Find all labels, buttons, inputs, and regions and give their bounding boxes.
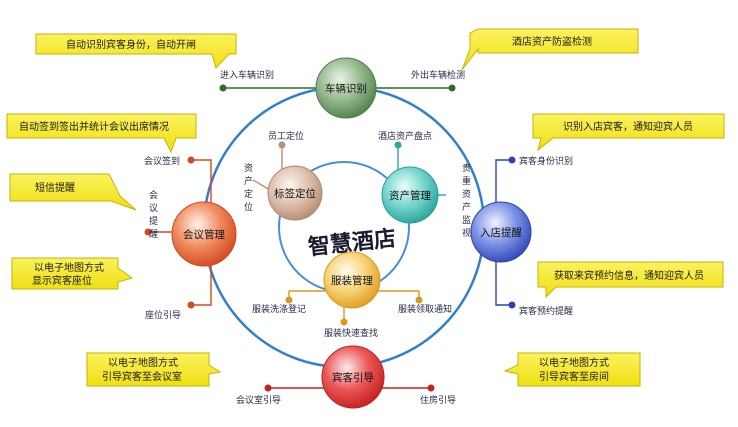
- label-laundry-reg: 服装洗涤登记: [252, 303, 306, 315]
- label-seat-guide: 座位引导: [145, 309, 181, 321]
- label-in-vehicle: 进入车辆识别: [220, 69, 274, 81]
- note-map-room-1: 以电子地图方式: [539, 356, 609, 369]
- callout-map-seat: 以电子地图方式 显示宾客座位: [11, 257, 134, 290]
- callout-auto-sign: 自动签到签出并统计会议出席情况: [6, 113, 197, 154]
- node-meeting-label: 会议管理: [183, 228, 225, 241]
- label-laundry-search: 服装快速查找: [324, 327, 378, 339]
- node-vehicle-label: 车辆识别: [325, 82, 367, 95]
- label-meeting-signin: 会议签到: [144, 155, 180, 167]
- note-map-seat-2: 显示宾客座位: [32, 274, 92, 287]
- note-auto-sign: 自动签到签出并统计会议出席情况: [19, 120, 169, 133]
- note-map-seat-1: 以电子地图方式: [34, 261, 104, 274]
- label-staff-pos: 员工定位: [268, 130, 304, 142]
- callout-map-room: 以电子地图方式 引导宾客至房间: [503, 352, 641, 387]
- node-checkin-label: 入店提醒: [480, 226, 522, 239]
- note-checkin: 识别入店宾客，通知迎宾人员: [563, 120, 693, 133]
- callout-map-meeting: 以电子地图方式 引导宾客至会议室: [86, 352, 222, 387]
- label-laundry-notice: 服装领取通知: [398, 303, 452, 315]
- note-reserve: 获取来宾预约信息，通知迎宾人员: [554, 269, 704, 282]
- connector-dots: [144, 84, 516, 392]
- label-meeting-remind: 会议提醒: [149, 189, 158, 240]
- callout-sms: 短信提醒: [9, 173, 137, 211]
- node-meeting: 会议管理: [171, 201, 237, 267]
- center-title: 智慧酒店: [307, 225, 397, 260]
- node-tag-label: 标签定位: [274, 187, 316, 200]
- node-asset-label: 资产管理: [389, 189, 431, 202]
- note-map-meeting-1: 以电子地图方式: [108, 356, 178, 369]
- label-asset-pos: 资产定位: [244, 163, 253, 213]
- label-meetingroom-guide: 会议室引导: [236, 394, 281, 406]
- note-map-meeting-2: 引导宾客至会议室: [102, 370, 182, 383]
- node-guide-label: 宾客引导: [332, 371, 374, 384]
- label-asset-count: 酒店资产盘点: [378, 130, 432, 142]
- sub-labels: 进入车辆识别 外出车辆检测 会议签到 座位引导 宾客身份识别 宾客预约提醒 员工…: [144, 69, 573, 406]
- node-vehicle: 车辆识别: [315, 57, 377, 119]
- label-valuable-monitor: 贵重资产监视: [462, 162, 471, 239]
- note-map-room-2: 引导宾客至房间: [539, 370, 609, 383]
- callout-anti-theft: 酒店资产防盗检测: [461, 28, 639, 71]
- note-sms: 短信提醒: [35, 181, 75, 194]
- label-room-guide: 住房引导: [420, 394, 456, 406]
- node-tag: 标签定位: [267, 165, 323, 221]
- node-laundry: 服装管理: [323, 251, 381, 309]
- callout-checkin: 识别入店宾客，通知迎宾人员: [532, 113, 725, 152]
- callout-auto-id: 自动识别宾客身份，自动开闸: [35, 33, 237, 69]
- node-checkin: 入店提醒: [470, 201, 532, 263]
- node-guide: 宾客引导: [321, 345, 385, 409]
- label-guest-id: 宾客身份识别: [519, 155, 573, 167]
- callout-reserve: 获取来宾预约信息，通知迎宾人员: [537, 261, 724, 299]
- node-laundry-label: 服装管理: [331, 274, 373, 287]
- note-anti-theft: 酒店资产防盗检测: [512, 35, 592, 48]
- node-asset: 资产管理: [381, 166, 439, 224]
- label-guest-reserve: 宾客预约提醒: [519, 305, 573, 317]
- label-out-vehicle: 外出车辆检测: [411, 69, 465, 81]
- note-auto-id: 自动识别宾客身份，自动开闸: [66, 38, 196, 51]
